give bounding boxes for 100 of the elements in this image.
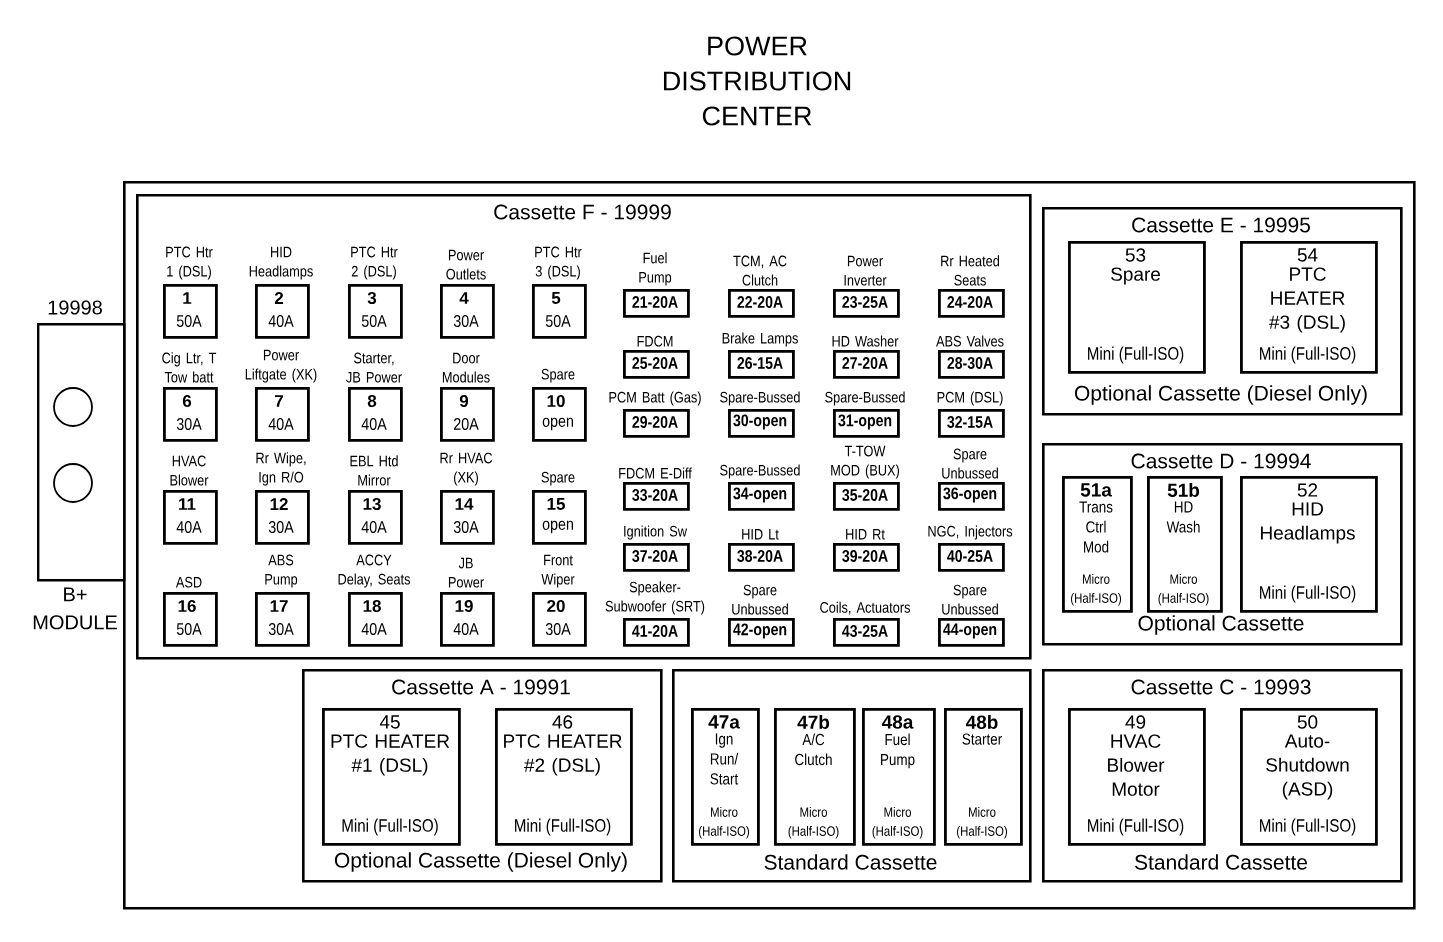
fuse-label: Spare Unbussed (942, 448, 998, 479)
fuse-box: 36-open (938, 482, 1005, 511)
fuse-label: ABS Pump (265, 554, 298, 588)
fuse-box: 33-20A (623, 482, 690, 511)
fuse-label: HVAC Blower (170, 455, 209, 486)
fuse-label: Power Outlets (446, 249, 486, 280)
fuse-box: 28-30A (938, 350, 1005, 379)
fuse-box: 14 30A (440, 490, 495, 545)
relay-box: 54 PTC HEATER #3 (DSL) Mini (Full-ISO) (1240, 241, 1378, 374)
fuse-label: Power Liftgate (XK) (245, 349, 317, 383)
node-label: 19998 (48, 300, 102, 315)
fuse-box: 37-20A (623, 543, 690, 572)
fuse-label: Front Wiper (541, 554, 575, 588)
relay-box: 46 PTC HEATER #2 (DSL) Mini (Full-ISO) (495, 708, 633, 846)
fuse-box: 40-25A (938, 543, 1005, 572)
fuse-box: 34-open (728, 482, 795, 511)
fuse-label: T-TOW MOD (BUX) (831, 445, 899, 479)
fuse-label: HID Lt (742, 529, 779, 540)
fuse-box: 31-open (833, 409, 900, 438)
relay-box: 51b HD Wash Micro (Half-ISO) (1147, 476, 1223, 613)
fuse-box: 15 open (532, 490, 587, 545)
fuse-label: Starter, JB Power (346, 352, 402, 383)
fuse-box: 27-20A (833, 350, 900, 379)
fuse-box: 35-20A (833, 482, 900, 511)
fuse-label: FDCM (637, 335, 673, 347)
panel-outline (123, 181, 1416, 910)
fuse-label: TCM, AC Clutch (733, 255, 787, 286)
fuse-box: 32-15A (938, 409, 1005, 438)
fuse-label: PTC Htr 1 (DSL) (166, 246, 213, 280)
fuse-label: Speaker-Subwoofer (SRT) (605, 581, 705, 615)
fuse-box: 20 30A (532, 592, 587, 647)
fuse-box: 13 40A (348, 490, 403, 545)
fuse-box: 29-20A (623, 409, 690, 438)
relay-box: 47b A/C Clutch Micro (Half-ISO) (774, 708, 856, 846)
fuse-box: 39-20A (833, 543, 900, 572)
fuse-box: 38-20A (728, 543, 795, 572)
fuse-box: 17 30A (255, 592, 310, 647)
fuse-box: 18 40A (348, 592, 403, 647)
relay-box: 48a Fuel Pump Micro (Half-ISO) (862, 708, 936, 846)
fuse-box: 21-20A (623, 289, 690, 318)
fuse-box: 41-20A (623, 618, 690, 647)
fuse-label: NGC, Injectors (928, 525, 1013, 540)
fuse-label: Rr Wipe, Ign R/O (256, 452, 306, 486)
fuse-box: 30-open (728, 409, 795, 438)
fuse-box: 23-25A (833, 289, 900, 318)
fuse-label: Fuel Pump (639, 252, 672, 286)
relay-box: 53 Spare Mini (Full-ISO) (1068, 241, 1206, 374)
fuse-box: 11 40A (163, 490, 218, 545)
fuse-label: Spare-Bussed (825, 391, 905, 406)
fuse-label: Rr HVAC (XK) (440, 452, 493, 486)
fuse-box: 3 50A (348, 284, 403, 339)
fuse-label: HID Rt (846, 529, 885, 540)
fuse-box: 44-open (938, 618, 1005, 647)
fuse-label: PCM Batt (Gas) (609, 391, 701, 406)
fuse-label: Power Inverter (844, 255, 887, 286)
fuse-box: 19 40A (440, 592, 495, 647)
fuse-label: ABS Valves (936, 335, 1004, 347)
fuse-box: 8 40A (348, 387, 403, 442)
fuse-box: 24-20A (938, 289, 1005, 318)
fuse-box: 6 30A (163, 387, 218, 442)
relay-box: 51a Trans Ctrl Mod Micro (Half-ISO) (1062, 476, 1133, 613)
fuse-box: 12 30A (255, 490, 310, 545)
relay-box: 52 HID Headlamps Mini (Full-ISO) (1240, 476, 1378, 613)
fuse-label: EBL Htd Mirror (350, 455, 398, 486)
fuse-label: Spare (541, 471, 575, 486)
fuse-label: PCM (DSL) (937, 391, 1003, 406)
terminal-circle (53, 463, 93, 503)
fuse-box: 10 open (532, 387, 587, 442)
fuse-label: PTC Htr 3 (DSL) (535, 246, 582, 280)
fuse-box: 2 40A (255, 284, 310, 339)
fuse-label: Spare-Bussed (720, 391, 800, 406)
fuse-label: ASD (175, 576, 202, 588)
fuse-label: Spare (541, 368, 575, 383)
fuse-label: Spare Unbussed (942, 584, 998, 615)
fuse-box: 42-open (728, 618, 795, 647)
fuse-label: Rr Heated Seats (941, 255, 1000, 286)
fuse-box: 22-20A (728, 289, 795, 318)
fuse-label: Coils, Actuators (820, 601, 910, 615)
terminal-circle (53, 387, 93, 427)
relay-box: 47a Ign Run/ Start Micro (Half-ISO) (691, 708, 760, 846)
relay-box: 48b Starter Micro (Half-ISO) (944, 708, 1023, 846)
fuse-box: 9 20A (440, 387, 495, 442)
fuse-label: PTC Htr 2 (DSL) (351, 246, 398, 280)
fuse-label: Spare Unbussed (732, 584, 788, 615)
fuse-label: Spare-Bussed (720, 464, 800, 479)
fuse-label: HD Washer (832, 335, 899, 347)
fuse-box: 43-25A (833, 618, 900, 647)
fuse-box: 1 50A (163, 284, 218, 339)
fuse-label: Brake Lamps (722, 332, 798, 347)
fuse-box: 26-15A (728, 350, 795, 379)
fuse-label: Cig Ltr, T Tow batt (162, 352, 217, 383)
fuse-label: JB Power (448, 557, 484, 588)
fuse-label: HID Headlamps (249, 246, 313, 280)
node-label: B+ MODULE (33, 587, 117, 630)
fuse-label: Door Modules (442, 352, 490, 383)
relay-box: 45 PTC HEATER #1 (DSL) Mini (Full-ISO) (322, 708, 461, 846)
title: POWER DISTRIBUTION CENTER (664, 36, 851, 126)
fuse-label: FDCM E-Diff (619, 467, 692, 479)
fuse-box: 4 30A (440, 284, 495, 339)
fuse-box: 25-20A (623, 350, 690, 379)
